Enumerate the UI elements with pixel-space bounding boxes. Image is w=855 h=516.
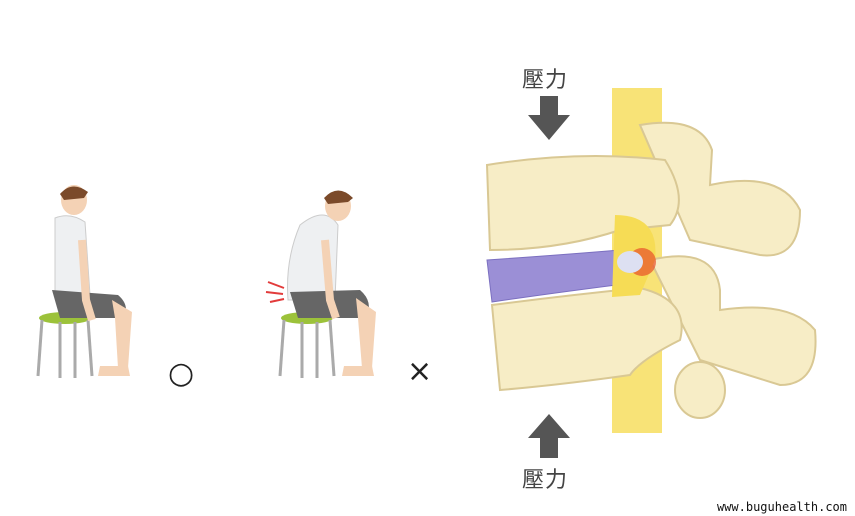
up-arrow-icon	[528, 414, 570, 458]
slouched-sitting-person	[265, 190, 376, 378]
pressure-label-bottom: 壓力	[522, 468, 569, 493]
wrong-mark: ×	[407, 354, 433, 389]
upright-sitting-person	[36, 185, 132, 378]
pressure-label-top: 壓力	[522, 68, 569, 93]
spine-diagram	[485, 88, 817, 433]
down-arrow-icon	[528, 96, 570, 140]
correct-mark: ○	[168, 356, 195, 391]
pain-lines	[265, 281, 285, 303]
watermark: www.buguhealth.com	[716, 500, 847, 514]
